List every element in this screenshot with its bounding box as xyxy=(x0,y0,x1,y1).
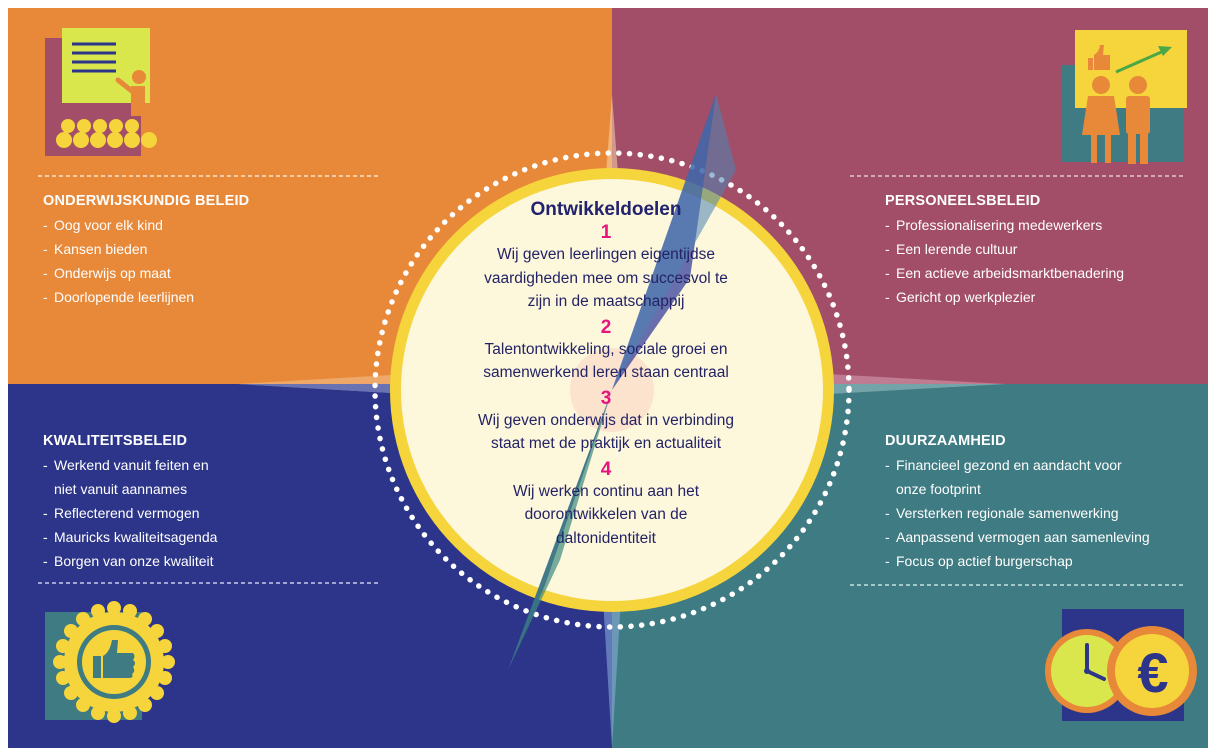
list-item: -Gericht op werkplezier xyxy=(885,289,1036,305)
list-item: -Aanpassend vermogen aan samenleving xyxy=(885,529,1150,545)
goal-line: staat met de praktijk en actualiteit xyxy=(490,435,722,452)
goal-text: Wij geven leerlingen eigentijdse vaardig… xyxy=(418,243,794,314)
section-kwaliteitsbeleid: KWALITEITSBELEID -Werkend vanuit feiten … xyxy=(43,433,217,573)
list-item: -Een lerende cultuur xyxy=(885,241,1018,257)
list-item: -Onderwijs op maat xyxy=(43,265,171,281)
list-item: -Reflecterend vermogen xyxy=(43,505,200,521)
svg-text:€: € xyxy=(1137,641,1168,704)
presentation-classroom-icon xyxy=(45,28,157,156)
lightning-needle xyxy=(508,94,736,670)
goal-number: 4 xyxy=(600,458,612,480)
list-item: -Focus op actief burgerschap xyxy=(885,553,1073,569)
goal-line: Wij geven onderwijs dat in verbinding xyxy=(478,411,734,429)
goal-line: zijn in de maatschappij xyxy=(527,293,685,310)
goal-text: Wij geven onderwijs dat in verbinding st… xyxy=(418,409,794,456)
section-title: KWALITEITSBELEID xyxy=(43,433,188,449)
section-list: -Oog voor elk kind -Kansen bieden -Onder… xyxy=(43,213,249,309)
development-goals: Ontwikkeldoelen 1 Wij geven leerlingen e… xyxy=(418,196,794,592)
goal-line: doorontwikkelen van de xyxy=(524,506,688,523)
quality-badge-thumbs-up-icon xyxy=(45,601,175,723)
goal-line: Talentontwikkeling, sociale groei en xyxy=(484,340,728,358)
list-item: -Oog voor elk kind xyxy=(43,217,163,233)
list-item: -Mauricks kwaliteitsagenda xyxy=(43,529,218,545)
list-item: -Versterken regionale samenwerking xyxy=(885,505,1119,521)
list-item: -Een actieve arbeidsmarktbenadering xyxy=(885,265,1125,281)
section-list: -Werkend vanuit feiten en niet vanuit aa… xyxy=(43,453,217,573)
goal-line: Wij werken continu aan het xyxy=(512,482,700,500)
list-item: niet vanuit aannames xyxy=(54,481,188,497)
goal-line: Wij geven leerlingen eigentijdse xyxy=(497,246,715,263)
list-item: -Werkend vanuit feiten en xyxy=(43,457,209,473)
section-title: ONDERWIJSKUNDIG BELEID xyxy=(43,193,250,209)
goal-text: Wij werken continu aan het doorontwikkel… xyxy=(418,480,794,551)
list-item: -Kansen bieden xyxy=(43,241,148,257)
section-duurzaamheid: DUURZAAMHEID -Financieel gezond en aanda… xyxy=(885,433,1150,573)
list-item: -Borgen van onze kwaliteit xyxy=(43,553,214,569)
section-title: DUURZAAMHEID xyxy=(885,433,1006,449)
goal-number: 1 xyxy=(600,222,612,243)
section-onderwijskundig-beleid: ONDERWIJSKUNDIG BELEID -Oog voor elk kin… xyxy=(43,193,249,309)
goals-title: Ontwikkeldoelen xyxy=(530,199,682,220)
dotted-ring xyxy=(372,150,852,630)
goal-line: daltonidentiteit xyxy=(556,529,656,547)
team-growth-icon xyxy=(1062,30,1187,164)
goal-text: Talentontwikkeling, sociale groei en sam… xyxy=(418,338,794,385)
goal-number: 2 xyxy=(600,316,612,338)
goal-number: 3 xyxy=(600,387,612,409)
list-item: -Doorlopende leerlijnen xyxy=(43,289,195,305)
section-title: PERSONEELSBELEID xyxy=(885,193,1041,209)
list-item: onze footprint xyxy=(896,481,981,497)
section-list: -Financieel gezond en aandacht voor onze… xyxy=(885,453,1150,573)
goal-line: samenwerkend leren staan centraal xyxy=(483,364,729,381)
goal-line: vaardigheden mee om succesvol te xyxy=(484,269,728,287)
section-list: -Professionalisering medewerkers -Een le… xyxy=(885,213,1124,309)
list-item: -Financieel gezond en aandacht voor xyxy=(885,457,1122,473)
section-personeelsbeleid: PERSONEELSBELEID -Professionalisering me… xyxy=(885,193,1124,309)
list-item: -Professionalisering medewerkers xyxy=(885,217,1103,233)
clock-euro-icon: € xyxy=(1045,609,1197,721)
